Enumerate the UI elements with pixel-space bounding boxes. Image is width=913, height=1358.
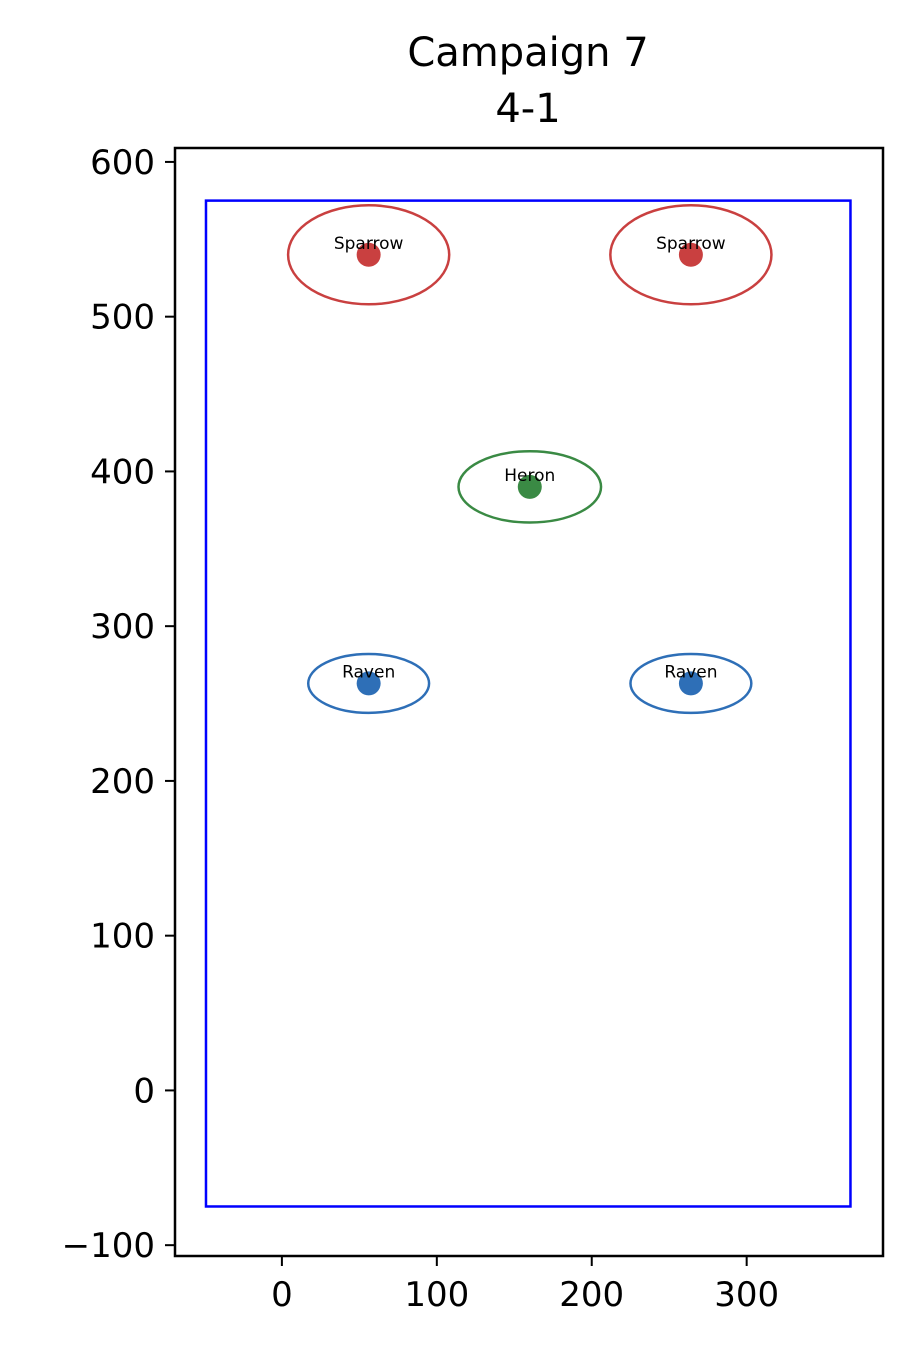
data-point [517, 474, 542, 499]
data-point [678, 671, 703, 696]
y-tick-label: 400 [90, 452, 155, 492]
range-ellipse [629, 652, 753, 715]
x-tick-label: 100 [404, 1275, 469, 1315]
range-ellipse [609, 204, 773, 306]
data-point [356, 671, 381, 696]
data-point [678, 242, 703, 267]
point-label: Raven [342, 662, 395, 682]
range-ellipse [286, 204, 451, 306]
point-label: Sparrow [656, 234, 726, 254]
y-tick-label: 200 [90, 762, 155, 802]
chart-subtitle: 4-1 [495, 86, 560, 132]
range-ellipse [306, 652, 431, 715]
point-label: Raven [664, 662, 717, 682]
y-tick-label: 300 [90, 607, 155, 647]
y-tick-label: 0 [133, 1071, 155, 1111]
x-tick-label: 300 [714, 1275, 779, 1315]
x-tick-label: 0 [271, 1275, 293, 1315]
point-label: Sparrow [334, 234, 404, 254]
chart-title: Campaign 7 [407, 30, 648, 76]
y-tick-label: 100 [90, 917, 155, 957]
y-tick-label: 500 [90, 298, 155, 338]
y-tick-label: −100 [62, 1226, 155, 1266]
y-tick-label: 600 [90, 143, 155, 183]
data-point [356, 242, 381, 267]
x-tick-label: 200 [559, 1275, 624, 1315]
range-ellipse [457, 450, 603, 524]
axes-frame [173, 146, 885, 1258]
boundary-rect [204, 199, 852, 1208]
point-label: Heron [504, 466, 555, 486]
